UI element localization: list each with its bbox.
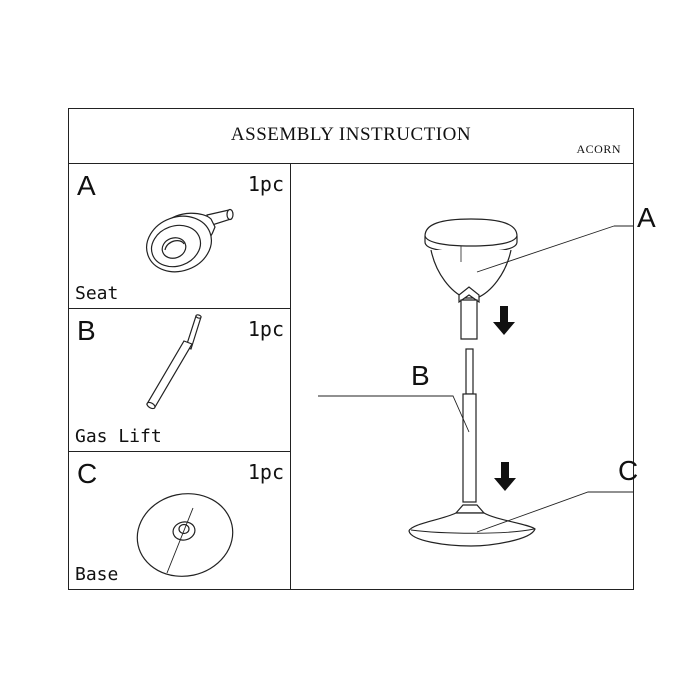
part-letter: C xyxy=(77,458,98,489)
callout-b: B xyxy=(411,360,430,391)
part-name: Gas Lift xyxy=(75,426,162,447)
callout-c: C xyxy=(618,455,639,486)
part-name: Base xyxy=(75,564,119,585)
assembly-drawing xyxy=(318,218,681,547)
part-c: C 1pc Base xyxy=(69,452,290,589)
assembly-diagram: A B C xyxy=(291,164,681,593)
sheet-header: ASSEMBLY INSTRUCTION ACORN xyxy=(69,109,633,164)
part-letter: A xyxy=(77,170,96,201)
brand-label: ACORN xyxy=(576,142,621,156)
gas-lift-icon xyxy=(146,314,202,410)
seat-icon xyxy=(146,208,234,273)
instruction-sheet: ASSEMBLY INSTRUCTION ACORN xyxy=(68,108,681,593)
down-arrow-icon xyxy=(493,306,516,491)
parts-list: A 1pc Seat B 1pc Gas Lift xyxy=(69,164,291,589)
part-letter: B xyxy=(77,315,96,346)
base-icon xyxy=(136,493,234,577)
part-name: Seat xyxy=(75,283,119,304)
seat-cone xyxy=(430,249,512,299)
part-quantity: 1pc xyxy=(247,460,284,484)
part-quantity: 1pc xyxy=(247,317,284,341)
part-a: A 1pc Seat xyxy=(69,164,290,309)
part-b: B 1pc Gas Lift xyxy=(69,309,290,452)
part-quantity: 1pc xyxy=(247,172,284,196)
page-title: ASSEMBLY INSTRUCTION xyxy=(230,124,472,145)
base-foot xyxy=(408,512,536,547)
base-hub xyxy=(454,504,486,514)
seat-top xyxy=(424,218,518,253)
callout-a: A xyxy=(637,202,656,233)
